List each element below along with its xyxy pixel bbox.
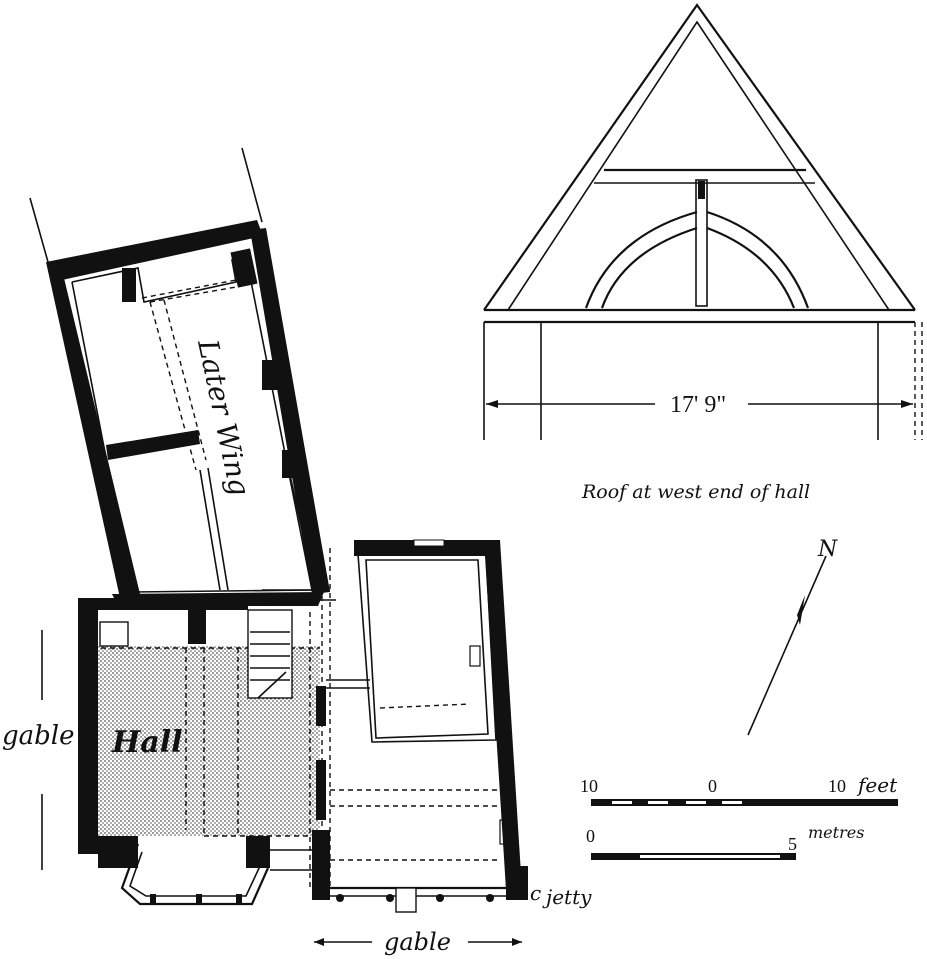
jetty-bracket: c	[530, 881, 541, 905]
north-label: N	[817, 537, 838, 562]
scale-feet-right: 10	[828, 776, 846, 796]
span-dimension: 17' 9"	[670, 392, 726, 418]
scale-feet-middle: 0	[708, 776, 717, 796]
hall-label: Hall	[111, 725, 183, 760]
gable-west-label: gable	[2, 721, 75, 751]
scale-metres-left: 0	[586, 826, 595, 846]
roof-truss-section	[483, 3, 923, 440]
jetty-label: jetty	[542, 885, 592, 909]
scale-feet-left: 10	[580, 776, 598, 796]
later-wing-plan	[29, 147, 330, 606]
south-gable-marker	[314, 938, 522, 946]
scale-feet-unit: feet	[856, 773, 898, 797]
scale-metres-right: 5	[788, 834, 797, 854]
scale-bar-feet	[591, 799, 898, 806]
roof-caption: Roof at west end of hall	[581, 481, 810, 503]
hall-plan	[78, 598, 320, 906]
north-arrow	[747, 555, 827, 736]
gable-south-label: gable	[384, 928, 451, 956]
east-range-plan	[262, 539, 528, 913]
scale-bar-metres	[591, 853, 796, 860]
scale-metres-unit: metres	[808, 823, 864, 842]
